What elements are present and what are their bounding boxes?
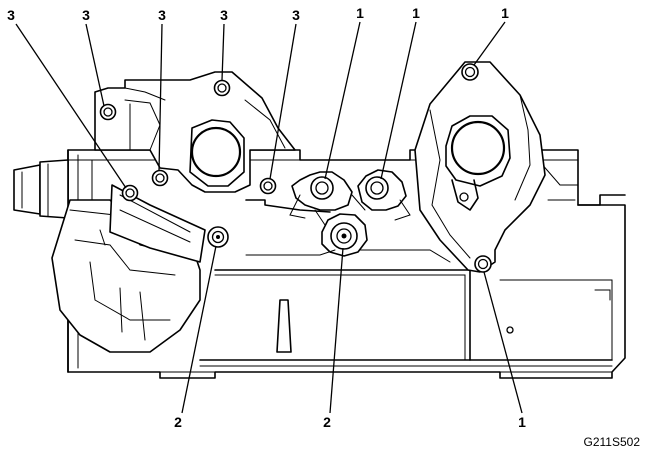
callout-bottom-2: 2: [323, 414, 331, 430]
bolt-1-d: [474, 255, 492, 273]
thermostat-housing: [94, 71, 296, 193]
bolt-3-a: [99, 103, 117, 121]
bolt-1-a: [310, 176, 334, 200]
leader-lines: [15, 21, 523, 414]
bolt-3-b: [121, 184, 139, 202]
callout-top-6: 1: [356, 5, 364, 21]
callout-top-4: 3: [220, 7, 228, 23]
coolant-outlet-pipe: [13, 159, 69, 219]
bolt-2-b: [330, 222, 358, 250]
callout-top-1: 3: [7, 7, 15, 23]
callout-top-5: 3: [292, 7, 300, 23]
bolt-3-d: [213, 79, 231, 97]
callout-top-2: 3: [82, 7, 90, 23]
bolt-3-e: [259, 177, 277, 195]
callout-top-7: 1: [412, 5, 420, 21]
side-bracket: [51, 184, 206, 353]
callout-bottom-1: 2: [174, 414, 182, 430]
callout-bottom-3: 1: [518, 414, 526, 430]
callout-top-8: 1: [501, 5, 509, 21]
cam-journals: [289, 169, 411, 257]
callout-top-3: 3: [158, 7, 166, 23]
bolt-1-c: [461, 63, 479, 81]
bolt-1-b: [365, 176, 389, 200]
bolt-3-c: [151, 169, 169, 187]
timing-housing: [414, 61, 546, 273]
figure-code: G211S502: [584, 435, 641, 449]
bolt-2-a: [207, 226, 229, 248]
callout-labels: 3 3 3 3 3 1 1 1 2 2 1: [7, 5, 526, 430]
bolts: [99, 63, 492, 273]
